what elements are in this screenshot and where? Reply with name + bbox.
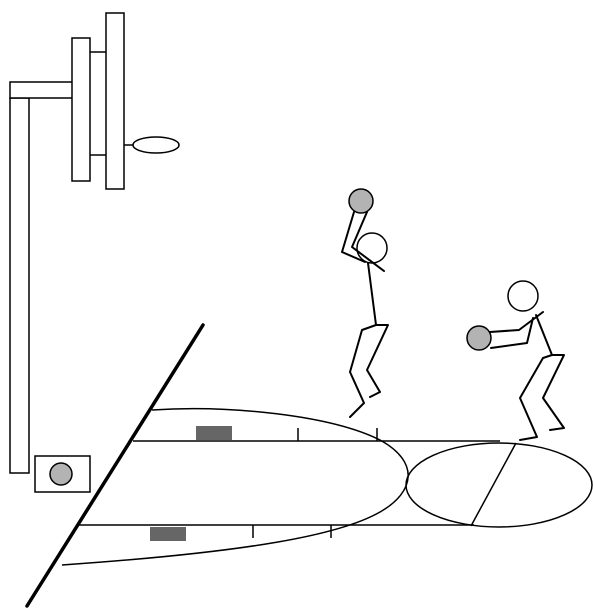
shooter-ball-icon xyxy=(348,188,374,214)
shooter-arm-right xyxy=(351,211,385,272)
passing-player-figure xyxy=(466,280,565,441)
passer-arm-upper xyxy=(489,311,544,333)
backboard-rear-panel xyxy=(105,12,125,190)
lane-marker-icon xyxy=(196,426,232,440)
hoop-icon xyxy=(124,136,180,154)
basket-support xyxy=(9,81,74,474)
passer-ball-icon xyxy=(466,325,492,351)
hoop-rim xyxy=(132,136,180,154)
support-arm xyxy=(9,81,74,99)
lane-arc xyxy=(61,408,409,566)
passer-arm-lower xyxy=(490,317,534,349)
shooter-leg-back xyxy=(349,324,377,418)
jumping-shooter-figure xyxy=(341,188,389,418)
passer-head xyxy=(507,280,539,312)
backboard-front-panel xyxy=(71,37,91,182)
ball-rack xyxy=(34,455,91,493)
lane-marker-icon xyxy=(150,527,186,541)
court-baseline xyxy=(25,323,205,608)
shooter-leg-front xyxy=(366,324,389,398)
shooter-head xyxy=(356,232,388,264)
ball-icon xyxy=(49,462,73,486)
lane-markers xyxy=(150,426,378,541)
free-throw-circle-divider xyxy=(470,442,517,527)
free-throw-circle xyxy=(405,442,593,528)
backboard-icon xyxy=(71,12,125,190)
shooter-arm-left xyxy=(341,211,366,263)
free-throw-lane xyxy=(61,408,593,566)
shooter-torso xyxy=(367,262,377,326)
passer-torso xyxy=(535,314,553,356)
passer-leg-back xyxy=(519,354,553,441)
passer-leg-front xyxy=(542,354,565,431)
support-pole xyxy=(9,97,30,474)
